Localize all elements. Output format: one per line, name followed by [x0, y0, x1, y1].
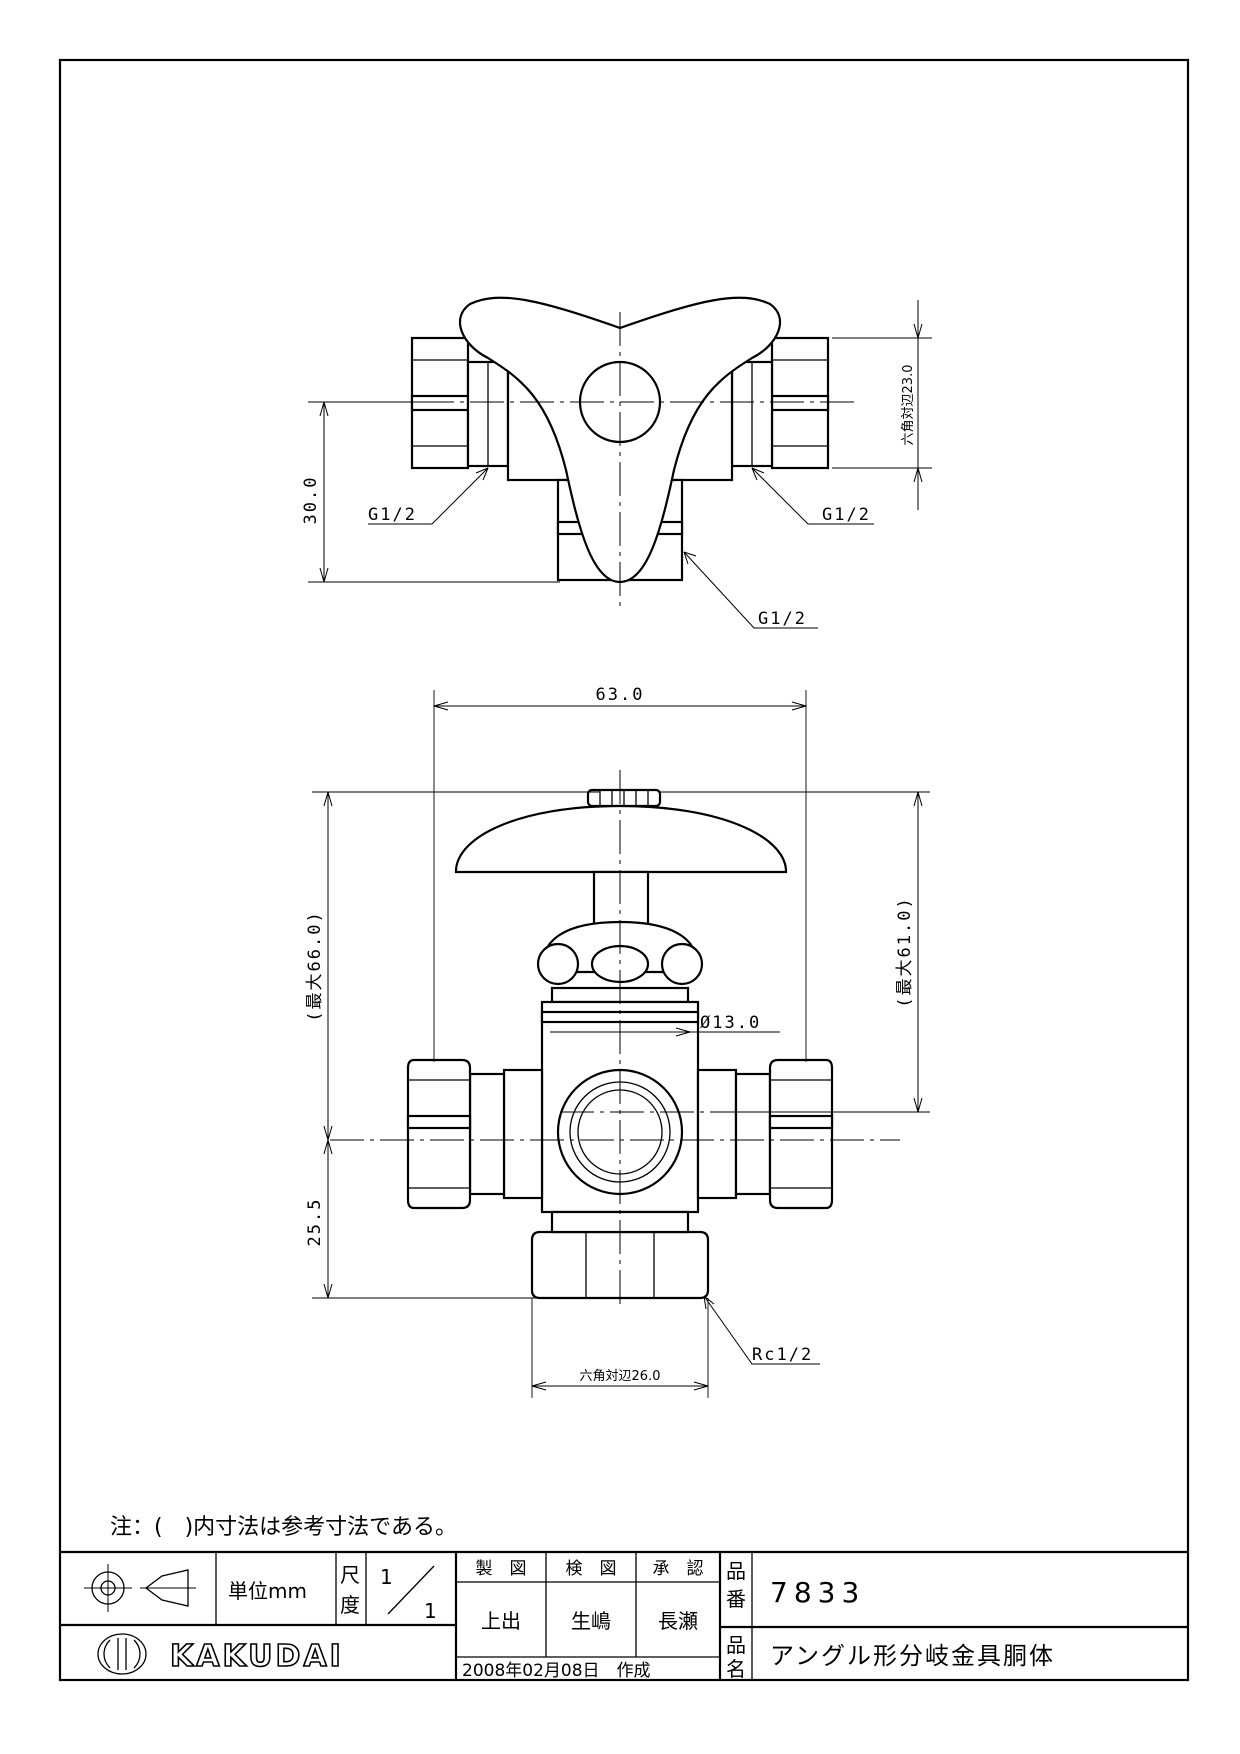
part-no-label-2: 番 [726, 1587, 746, 1611]
bottom-nut [530, 1230, 710, 1300]
dim-top-hex: 六角対辺23.0 [901, 365, 916, 446]
part-name-label-1: 品 [726, 1633, 746, 1657]
approved-label: 承 認 [653, 1559, 704, 1579]
part-name: アングル形分岐金具胴体 [770, 1642, 1055, 1670]
dim-front-bore: Ø13.0 [700, 1013, 761, 1033]
scale-denominator: 1 [424, 1599, 437, 1623]
part-number: 7833 [770, 1576, 865, 1609]
title-block [60, 1550, 1188, 1680]
right-nut [768, 1058, 834, 1210]
checked-label: 検 図 [566, 1559, 617, 1579]
unit-label: 単位mm [228, 1579, 307, 1603]
dim-top-height: 30.0 [301, 476, 321, 525]
creation-date: 2008年02月08日 作成 [462, 1661, 651, 1681]
dim-front-max-left: (最大66.0) [305, 910, 325, 1021]
top-view [308, 296, 932, 629]
left-nut [406, 1058, 472, 1210]
front-view [312, 690, 930, 1398]
scale-label-1: 尺 [340, 1563, 360, 1587]
label-rc12: Rc1/2 [752, 1345, 813, 1365]
sheet-border [58, 58, 1190, 1682]
part-name-label-2: 名 [726, 1657, 746, 1681]
dimension-note: 注：( )内寸法は参考寸法である。 [110, 1515, 457, 1540]
drawn-label: 製 図 [476, 1559, 527, 1579]
dim-front-max-right: (最大61.0) [895, 896, 915, 1007]
scale-numerator: 1 [380, 1565, 393, 1589]
dim-front-lower: 25.5 [305, 1198, 325, 1247]
checked-by: 生嶋 [571, 1609, 611, 1633]
label-g12-bottom: G1/2 [758, 609, 807, 629]
scale-label-2: 度 [340, 1593, 360, 1617]
dim-front-width: 63.0 [596, 685, 645, 705]
dim-front-hex-bottom: 六角対辺26.0 [580, 1369, 661, 1384]
part-no-label-1: 品 [726, 1559, 746, 1583]
approved-by: 長瀬 [658, 1609, 698, 1633]
label-g12-left: G1/2 [368, 505, 417, 525]
kakudai-logo: KAKUDAI [170, 1639, 344, 1674]
handle-front-view [454, 804, 788, 874]
drawn-by: 上出 [481, 1609, 521, 1633]
label-g12-right: G1/2 [822, 505, 871, 525]
